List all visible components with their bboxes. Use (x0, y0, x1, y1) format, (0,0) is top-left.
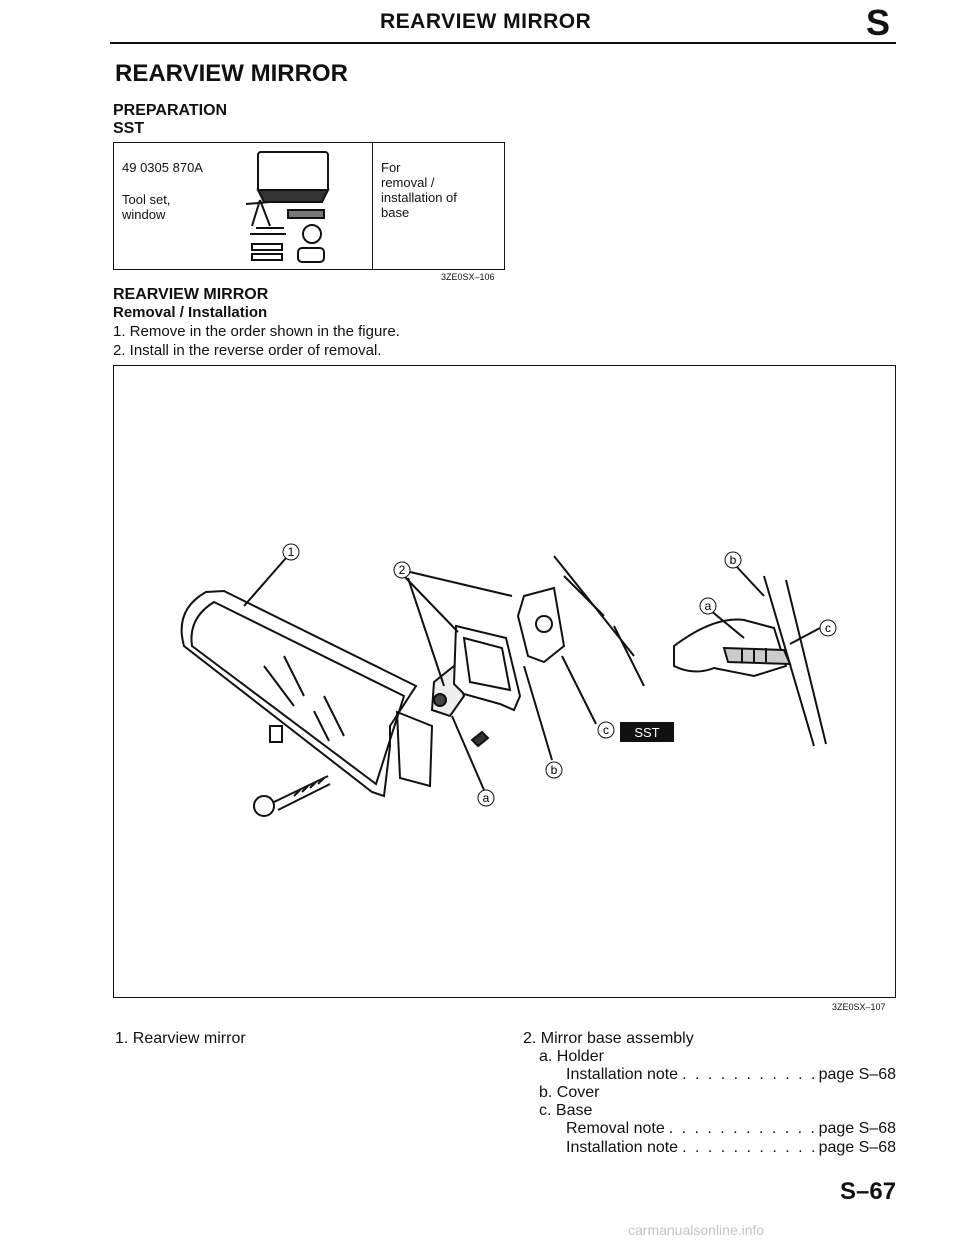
leader-dots (682, 1139, 815, 1157)
tool-set-icon (245, 151, 330, 263)
cover-illustration (452, 624, 522, 712)
section-title: REARVIEW MIRROR (115, 60, 348, 87)
sst-use-line: For (381, 160, 401, 175)
figure-ref: 3ZE0SX–107 (832, 1002, 886, 1012)
callout-label: a (705, 599, 712, 613)
leader-dots (669, 1120, 815, 1138)
callout-label: 1 (288, 545, 295, 559)
figure-frame (113, 365, 896, 998)
header-title: REARVIEW MIRROR (380, 10, 592, 33)
note-page-ref: page S–68 (818, 1120, 896, 1137)
callout-c-detail: c (819, 619, 837, 637)
sst-heading: SST (113, 120, 145, 137)
mirror-illustration (180, 589, 434, 798)
section-letter: S (866, 2, 891, 43)
legend-subitem: a. Holder (539, 1048, 604, 1065)
watermark: carmanualsonline.info (628, 1222, 765, 1238)
callout-2: 2 (393, 561, 411, 579)
windshield-illustration (553, 555, 645, 687)
callout-label: c (825, 621, 831, 635)
callout-label: a (483, 791, 490, 805)
screw-illustration (253, 775, 331, 817)
callout-b-detail: b (724, 551, 742, 569)
sst-tag-label: SST (634, 725, 659, 740)
procedure-step: 1. Remove in the order shown in the figu… (113, 323, 400, 340)
base-illustration (516, 586, 566, 664)
procedure-title: REARVIEW MIRROR (113, 286, 269, 303)
sst-name-line2: window (122, 207, 166, 222)
note-label: Removal note (566, 1120, 665, 1137)
callout-label: 2 (399, 563, 406, 577)
sst-name-line1: Tool set, (122, 192, 171, 207)
callout-label: c (603, 723, 609, 737)
leader-dots (682, 1066, 815, 1084)
legend-subitem: c. Base (539, 1102, 593, 1119)
callout-label: b (730, 553, 737, 567)
page-number: S–67 (840, 1178, 897, 1205)
callout-c: c (597, 721, 615, 739)
sst-part-number: 49 0305 870A (122, 160, 203, 175)
callout-label: b (551, 763, 558, 777)
legend-note: Installation note page S–68 (566, 1139, 896, 1157)
note-label: Installation note (566, 1139, 679, 1156)
note-page-ref: page S–68 (818, 1066, 896, 1083)
sst-tag: SST (620, 722, 674, 742)
sst-use-line: removal / (381, 175, 435, 190)
legend-subitem: b. Cover (539, 1084, 600, 1101)
legend-item: 2. Mirror base assembly (523, 1030, 694, 1047)
sst-table-divider (372, 142, 373, 270)
callout-b: b (545, 761, 563, 779)
note-label: Installation note (566, 1066, 679, 1083)
callout-a: a (477, 789, 495, 807)
sst-figure-ref: 3ZE0SX–106 (441, 272, 495, 282)
preparation-heading: PREPARATION (113, 102, 228, 119)
header-rule (110, 42, 896, 44)
detail-view (673, 575, 827, 747)
legend-note: Removal note page S–68 (566, 1120, 896, 1138)
callout-1: 1 (282, 543, 300, 561)
procedure-step: 2. Install in the reverse order of remov… (113, 342, 382, 359)
callout-a-detail: a (699, 597, 717, 615)
sst-use: For removal / installation of base (381, 160, 457, 220)
legend-item: 1. Rearview mirror (115, 1030, 246, 1047)
sst-use-line: installation of (381, 190, 457, 205)
small-screw (470, 730, 490, 748)
sst-table (113, 142, 505, 270)
exploded-view-diagram: 1 2 b a c c b a SST (180, 543, 837, 817)
sst-use-line: base (381, 205, 410, 220)
procedure-subtitle: Removal / Installation (113, 304, 268, 321)
legend-note: Installation note page S–68 (566, 1066, 896, 1084)
note-page-ref: page S–68 (818, 1139, 896, 1156)
